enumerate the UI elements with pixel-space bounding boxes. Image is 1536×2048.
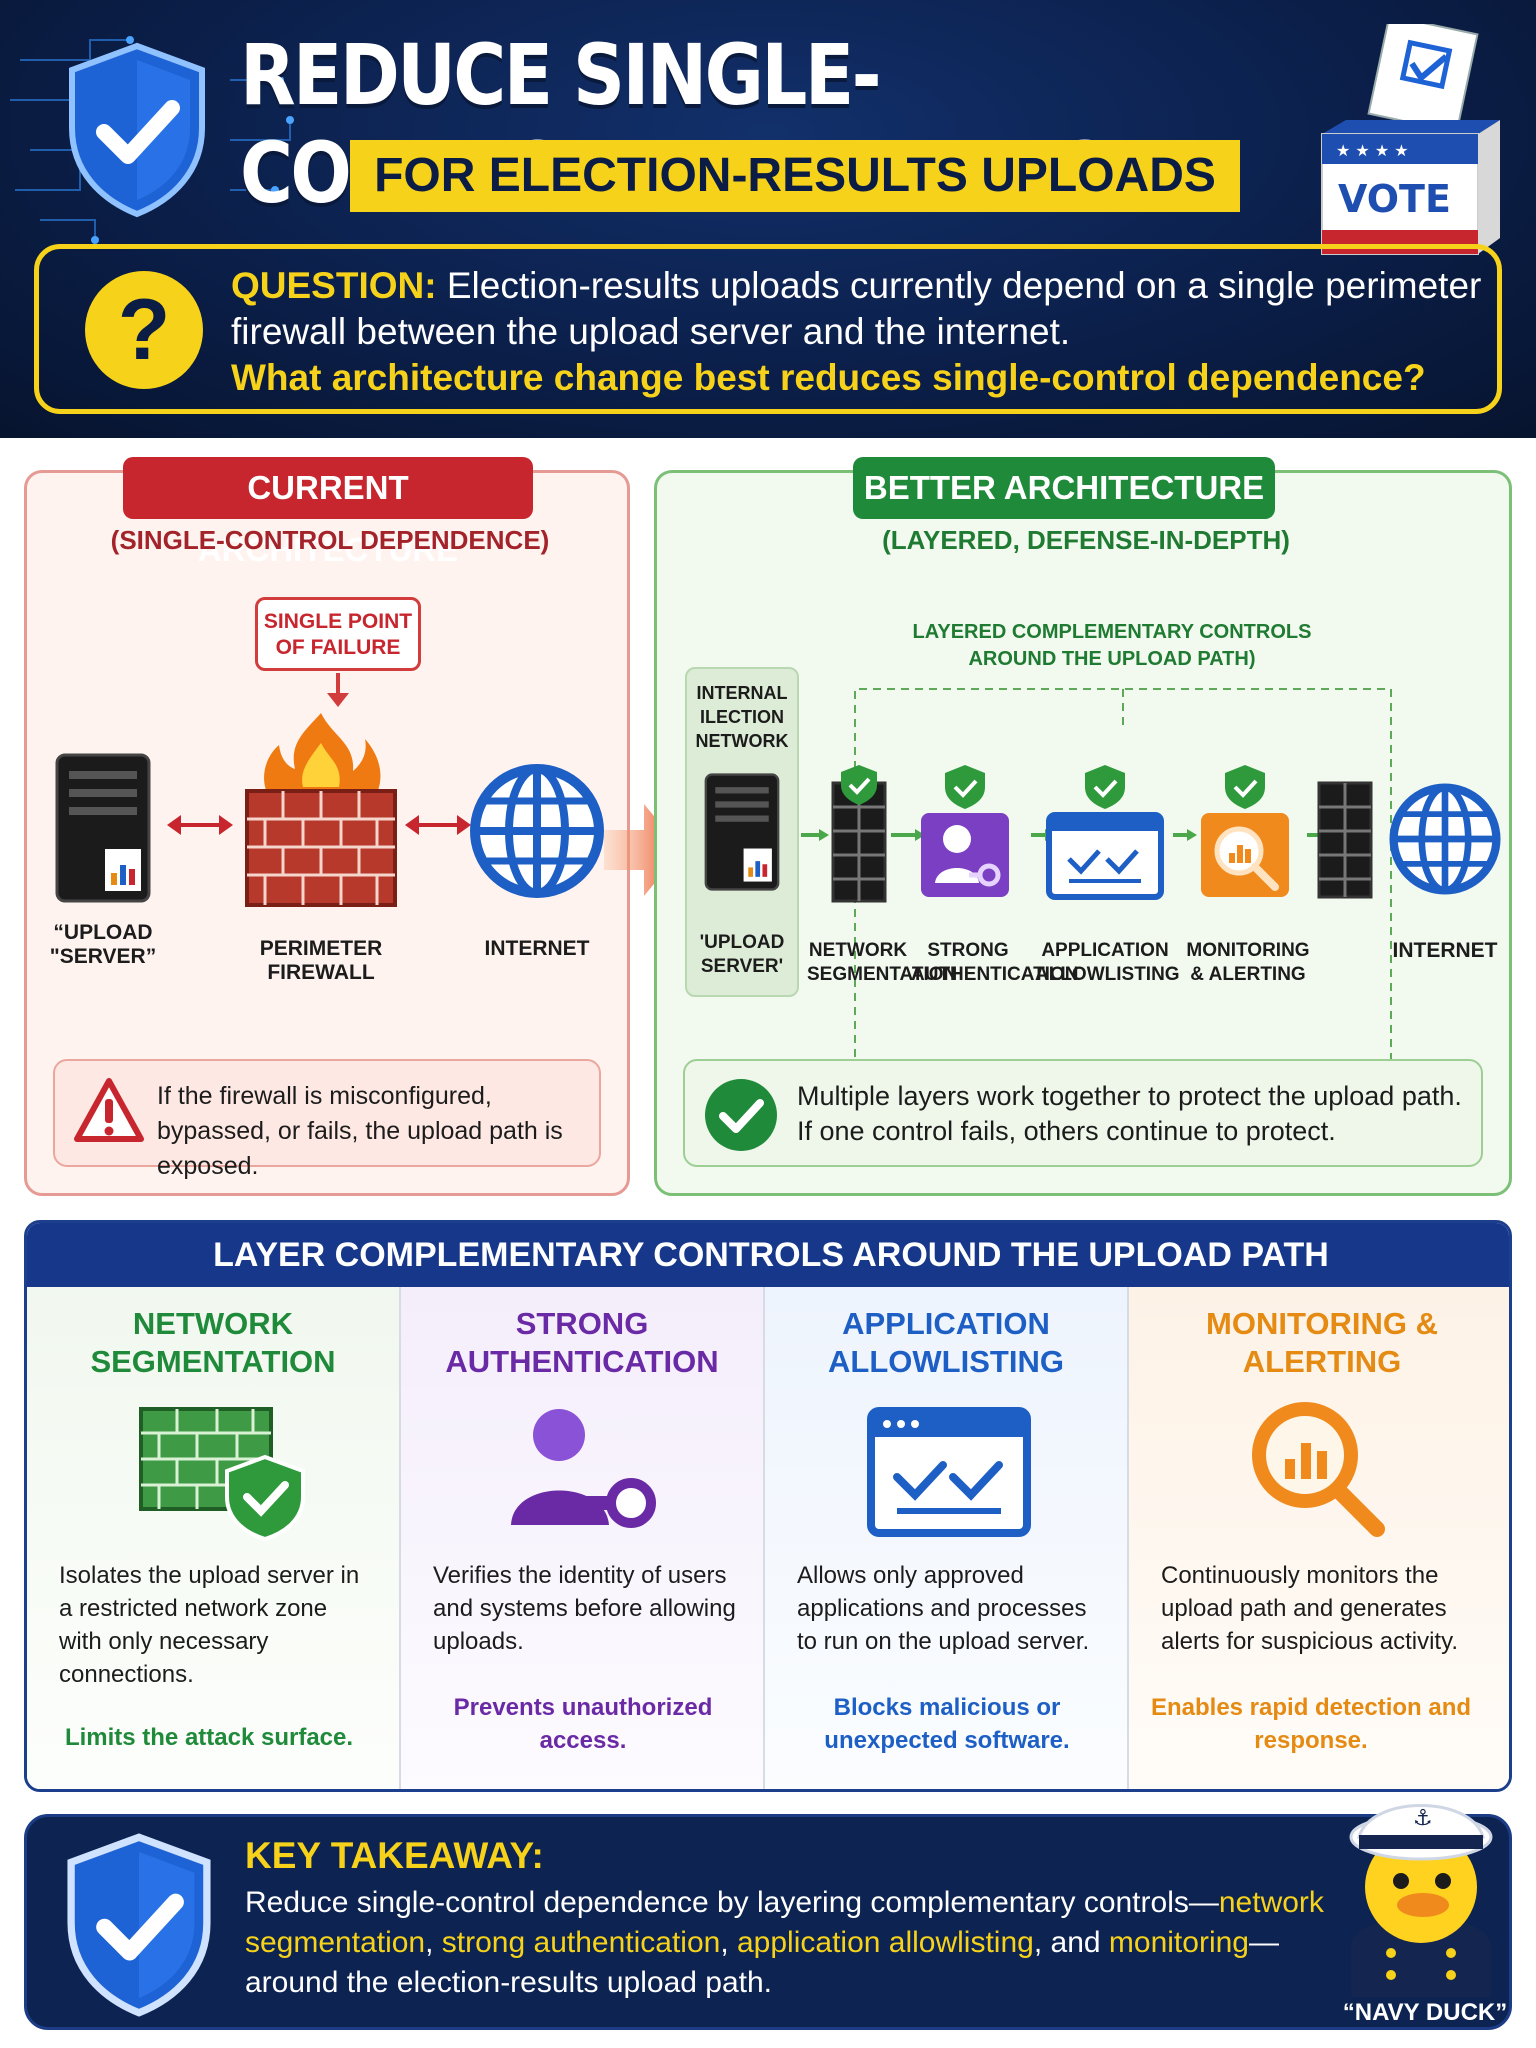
segmented-firewall-icon	[139, 1407, 305, 1541]
control-description: Isolates the upload server in a restrict…	[59, 1562, 360, 1688]
takeaway-text-part: —around the election-results upload path…	[245, 1926, 1279, 1999]
warning-text: If the firewall is misconfigured, bypass…	[157, 1082, 563, 1180]
page-subtitle: FOR ELECTION-RESULTS UPLOADS	[350, 140, 1240, 212]
globe-icon	[1389, 783, 1501, 895]
single-point-of-failure-callout: SINGLE POINT OF FAILURE	[255, 597, 421, 671]
control-title: STRONG AUTHENTICATION	[445, 1306, 719, 1379]
success-text: Multiple layers work together to protect…	[797, 1081, 1462, 1146]
bidirectional-arrow-icon	[405, 815, 471, 835]
user-key-icon	[511, 1409, 656, 1528]
warning-triangle-icon	[74, 1078, 144, 1142]
control-description: Verifies the identity of users and syste…	[433, 1562, 736, 1655]
shield-check-icon	[69, 42, 205, 218]
better-architecture-subtag: (LAYERED, DEFENSE-IN-DEPTH)	[882, 525, 1290, 555]
arrow-down-icon	[327, 673, 349, 707]
takeaway-highlight: monitoring	[1108, 1926, 1249, 1959]
control-description: Allows only approved applications and pr…	[797, 1562, 1090, 1655]
internal-network-label: INTERNAL ILECTION NETWORK	[695, 683, 789, 751]
user-key-icon	[921, 765, 1009, 897]
takeaway-separator: ,	[425, 1926, 442, 1959]
mascot-name: “NAVY DUCK”	[1342, 1999, 1508, 2026]
control-card-allowlisting: APPLICATION ALLOWLISTING Allows only app…	[763, 1287, 1127, 1789]
key-takeaway-panel: KEY TAKEAWAY: Reduce single-control depe…	[24, 1804, 1512, 2030]
takeaway-text-part: Reduce single-control dependence by laye…	[245, 1886, 1219, 1919]
better-server-label: 'UPLOAD SERVER'	[699, 932, 785, 977]
control-benefit: Enables rapid detection and response.	[1150, 1694, 1472, 1754]
control-title: MONITORING & ALERTING	[1206, 1306, 1438, 1379]
better-internet-label: INTERNET	[1392, 939, 1498, 962]
takeaway-heading: KEY TAKEAWAY:	[245, 1835, 544, 1876]
layered-controls-title: LAYERED COMPLEMENTARY CONTROLS AROUND TH…	[912, 621, 1312, 670]
app-window-check-icon	[867, 1407, 1031, 1537]
takeaway-highlight: application allowlisting	[737, 1926, 1034, 1959]
check-circle-icon	[705, 1079, 777, 1151]
control-card-segmentation: NETWORK SEGMENTATION Isolates the upload…	[27, 1287, 399, 1789]
better-label-authentication: STRONG AUTHENTICATION	[911, 940, 1079, 985]
current-architecture-tag: CURRENT ARCHITECTURE	[123, 457, 533, 568]
current-internet-label: INTERNET	[484, 937, 590, 960]
svg-text:⚓: ⚓	[1413, 1806, 1433, 1831]
server-icon	[704, 773, 780, 891]
control-benefit: Limits the attack surface.	[64, 1724, 354, 1751]
takeaway-highlight: strong authentication	[441, 1926, 721, 1959]
takeaway-separator: ,	[720, 1926, 737, 1959]
perimeter-firewall-label: PERIMETER FIREWALL	[259, 937, 383, 984]
control-benefit: Blocks malicious or unexpected software.	[824, 1694, 1070, 1754]
flow-arrow-icon	[891, 829, 925, 841]
question-text: QUESTION: Election-results uploads curre…	[231, 263, 1491, 401]
control-title: NETWORK SEGMENTATION	[90, 1306, 336, 1379]
warning-box: If the firewall is misconfigured, bypass…	[53, 1059, 601, 1180]
success-box: Multiple layers work together to protect…	[683, 1059, 1483, 1167]
globe-icon	[470, 764, 604, 898]
question-ask: What architecture change best reduces si…	[231, 357, 1426, 398]
takeaway-separator: , and	[1033, 1926, 1109, 1959]
question-mark-icon: ?	[85, 271, 203, 389]
magnifier-chart-icon	[1201, 765, 1289, 897]
question-label: QUESTION:	[231, 265, 437, 306]
control-benefit: Prevents unauthorized access.	[453, 1694, 713, 1754]
better-architecture-panel: BETTER ARCHITECTURE (LAYERED, DEFENSE-IN…	[654, 457, 1512, 1196]
control-card-monitoring: MONITORING & ALERTING Continuously monit…	[1127, 1287, 1509, 1789]
svg-text:★ ★ ★ ★: ★ ★ ★ ★	[1336, 141, 1409, 160]
firewall-column-icon	[1317, 781, 1373, 899]
better-architecture-tag: BETTER ARCHITECTURE	[853, 457, 1275, 519]
better-label-allowlisting: APPLICATION ALLOWLISTING	[1035, 940, 1180, 985]
controls-heading: LAYER COMPLEMENTARY CONTROLS AROUND THE …	[27, 1223, 1509, 1287]
bidirectional-arrow-icon	[167, 815, 233, 835]
current-architecture-panel: CURRENT ARCHITECTURE (SINGLE-CONTROL DEP…	[24, 457, 630, 1196]
better-label-monitoring: MONITORING & ALERTING	[1186, 940, 1310, 985]
burning-firewall-icon	[245, 713, 397, 907]
app-window-check-icon	[1046, 765, 1164, 900]
header-banner: REDUCE SINGLE-CONTROL DEPENDENCE FOR ELE…	[0, 0, 1536, 438]
takeaway-text: Reduce single-control dependence by laye…	[245, 1883, 1345, 2003]
question-body: Election-results uploads currently depen…	[231, 265, 1482, 352]
internal-election-network-zone: INTERNAL ILECTION NETWORK 'UPLOAD SERVER…	[685, 667, 799, 997]
control-card-authentication: STRONG AUTHENTICATION Verifies the ident…	[399, 1287, 763, 1789]
vote-label: VOTE	[1338, 177, 1451, 221]
current-server-label: “UPLOAD "SERVER”	[49, 921, 157, 968]
navy-duck-mascot-icon: ⚓	[1349, 1804, 1493, 1997]
shield-check-icon	[67, 1833, 211, 2017]
better-label-segmentation: NETWORK SEGMENTATION	[807, 940, 958, 985]
server-icon	[55, 753, 151, 903]
takeaway-highlight: network segmentation	[245, 1886, 1324, 1959]
network-segmentation-firewall-icon	[831, 765, 887, 903]
magnifier-chart-icon	[1252, 1402, 1385, 1537]
question-box: ? QUESTION: Election-results uploads cur…	[34, 244, 1502, 414]
current-architecture-subtag: (SINGLE-CONTROL DEPENDENCE)	[110, 525, 550, 555]
control-title: APPLICATION ALLOWLISTING	[828, 1306, 1064, 1379]
control-description: Continuously monitors the upload path an…	[1161, 1562, 1458, 1655]
controls-section: LAYER COMPLEMENTARY CONTROLS AROUND THE …	[24, 1220, 1512, 1792]
ballot-box-icon: ★ ★ ★ ★ VOTE	[1318, 14, 1508, 269]
